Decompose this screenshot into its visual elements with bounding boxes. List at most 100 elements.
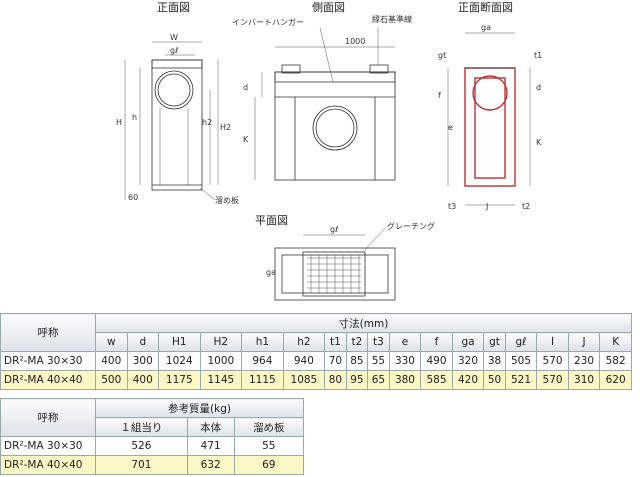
column-header: J xyxy=(567,332,601,352)
table-cell: 701 xyxy=(95,455,188,475)
column-header: K xyxy=(599,332,632,352)
dim-ga-plan: ga xyxy=(266,268,276,277)
table-cell: 1085 xyxy=(282,370,326,390)
table-cell: 620 xyxy=(599,370,632,390)
dim-d-section: d xyxy=(536,83,541,92)
name-header-2: 呼称 xyxy=(0,398,96,437)
dim-k-section: K xyxy=(536,138,542,147)
table-cell: 526 xyxy=(95,436,188,456)
front-view: W gℓ H h h2 H2 60 溜め板 xyxy=(116,33,239,205)
table-cell: 1175 xyxy=(158,370,201,390)
weir-plate-label: 溜め板 xyxy=(215,195,239,205)
table-cell: 1024 xyxy=(158,351,201,371)
row-name: DR²-MA 30×30 xyxy=(0,351,96,371)
column-header: I xyxy=(536,332,569,352)
table-cell: 80 xyxy=(324,370,347,390)
table-cell: 85 xyxy=(345,351,369,371)
column-header: t2 xyxy=(345,332,369,352)
plan-view: gℓ ga グレーチング xyxy=(266,221,435,301)
table-cell: 570 xyxy=(536,370,569,390)
grating-label: グレーチング xyxy=(387,221,435,231)
dim-t2: t2 xyxy=(522,202,530,211)
dim-H2: H2 xyxy=(220,123,231,132)
table-cell: 420 xyxy=(451,370,485,390)
table-cell: 964 xyxy=(241,351,284,371)
column-header: １組当り xyxy=(95,417,188,437)
table-cell: 55 xyxy=(233,436,305,456)
technical-drawing: 正面図 側面図 正面断面図 平面図 W gℓ H h h2 H2 60 溜め板 xyxy=(116,0,542,301)
table-cell: 95 xyxy=(345,370,369,390)
table-cell: 585 xyxy=(420,370,453,390)
table-cell: 1000 xyxy=(199,351,243,371)
table-cell: 400 xyxy=(95,351,128,371)
table-cell: 38 xyxy=(483,351,506,371)
side-view: 1000 インバートハンガー 縁石基準線 d K xyxy=(232,14,412,181)
side-view-title: 側面図 xyxy=(312,1,345,14)
table-cell: 490 xyxy=(420,351,453,371)
column-header: 溜め板 xyxy=(233,417,305,437)
column-header: f xyxy=(420,332,453,352)
column-header: ga xyxy=(451,332,485,352)
table-cell: 65 xyxy=(367,370,390,390)
column-header: 本体 xyxy=(186,417,235,437)
dim-h: H xyxy=(116,118,122,127)
row-name: DR²-MA 30×30 xyxy=(0,436,96,456)
front-view-title: 正面図 xyxy=(157,1,190,14)
table-cell: 582 xyxy=(599,351,632,371)
table-cell: 570 xyxy=(536,351,569,371)
name-header: 呼称 xyxy=(0,313,96,352)
dim-h2-small: h2 xyxy=(202,118,212,127)
table-cell: 400 xyxy=(126,370,160,390)
table-cell: 505 xyxy=(504,351,538,371)
invert-hanger-label: インバートハンガー xyxy=(232,17,304,27)
dim-h-small: h xyxy=(132,113,137,122)
column-header: gt xyxy=(483,332,506,352)
table-cell: 940 xyxy=(282,351,326,371)
table-cell: 70 xyxy=(324,351,347,371)
dim-t1: t1 xyxy=(534,51,542,60)
weight-group-header: 参考質量(kg) xyxy=(95,398,304,418)
table-cell: 1115 xyxy=(241,370,284,390)
row-name: DR²-MA 40×40 xyxy=(0,370,96,390)
table-cell: 1145 xyxy=(199,370,243,390)
table-cell: 300 xyxy=(126,351,160,371)
table-cell: 50 xyxy=(483,370,506,390)
column-header: t3 xyxy=(367,332,390,352)
dim-d-side: d xyxy=(243,83,248,92)
dim-1000: 1000 xyxy=(345,37,365,46)
table-cell: 69 xyxy=(233,455,305,475)
table-cell: 380 xyxy=(388,370,422,390)
table-cell: 230 xyxy=(567,351,601,371)
column-header: h1 xyxy=(241,332,284,352)
column-header: h2 xyxy=(282,332,326,352)
table-cell: 521 xyxy=(504,370,538,390)
dim-gt: gt xyxy=(438,51,446,60)
dim-gl-plan: gℓ xyxy=(330,225,338,234)
column-header: d xyxy=(126,332,160,352)
section-view-title: 正面断面図 xyxy=(458,0,513,14)
curb-ref-label: 縁石基準線 xyxy=(372,14,412,24)
dim-gl-front: gℓ xyxy=(170,46,178,55)
dim-ga: ga xyxy=(481,23,491,32)
column-header: t1 xyxy=(324,332,347,352)
column-header: gℓ xyxy=(504,332,538,352)
table-cell: 330 xyxy=(388,351,422,371)
dim-k-side: K xyxy=(243,135,249,144)
dim-f: f xyxy=(438,91,441,100)
plan-view-title: 平面図 xyxy=(255,214,288,227)
column-header: H2 xyxy=(199,332,243,352)
dimension-group-header: 寸法(mm) xyxy=(95,313,632,333)
column-header: H1 xyxy=(158,332,201,352)
dim-w: W xyxy=(170,33,178,42)
table-cell: 500 xyxy=(95,370,128,390)
section-view: ga t1 gt f e d K t3 J t2 xyxy=(438,23,542,211)
column-header: e xyxy=(388,332,422,352)
table-cell: 55 xyxy=(367,351,390,371)
row-name: DR²-MA 40×40 xyxy=(0,455,96,475)
